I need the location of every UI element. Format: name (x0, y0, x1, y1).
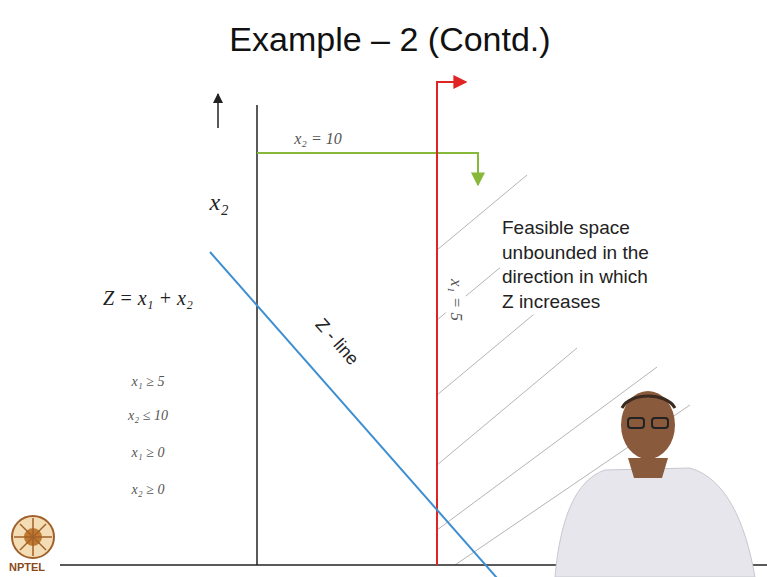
constraint: x₂ ≤ 10 (128, 408, 168, 424)
logo-text: NPTEL (9, 561, 45, 574)
constraint-line (437, 82, 466, 565)
constraint: x₁ ≥ 0 (132, 445, 165, 461)
constraint: x₂ ≥ 0 (132, 482, 165, 498)
constraint-line (257, 153, 478, 185)
constraint: x₁ ≥ 5 (132, 374, 165, 390)
note: Feasible space unbounded in the directio… (500, 216, 654, 315)
constraint-label: x₁ = 5 (446, 277, 466, 323)
objective-line (210, 252, 497, 577)
slide-title: Example – 2 (Contd.) (229, 20, 550, 59)
x2-axis (256, 105, 258, 565)
axis-label: x₂ (210, 189, 229, 217)
logo (12, 516, 54, 558)
line-label: Z - line (311, 315, 363, 370)
constraint-label: x₂ = 10 (292, 130, 343, 148)
axis-arrow (217, 94, 219, 128)
presenter (555, 391, 755, 577)
objective-function: Z = x₁ + x₂ (103, 287, 193, 310)
